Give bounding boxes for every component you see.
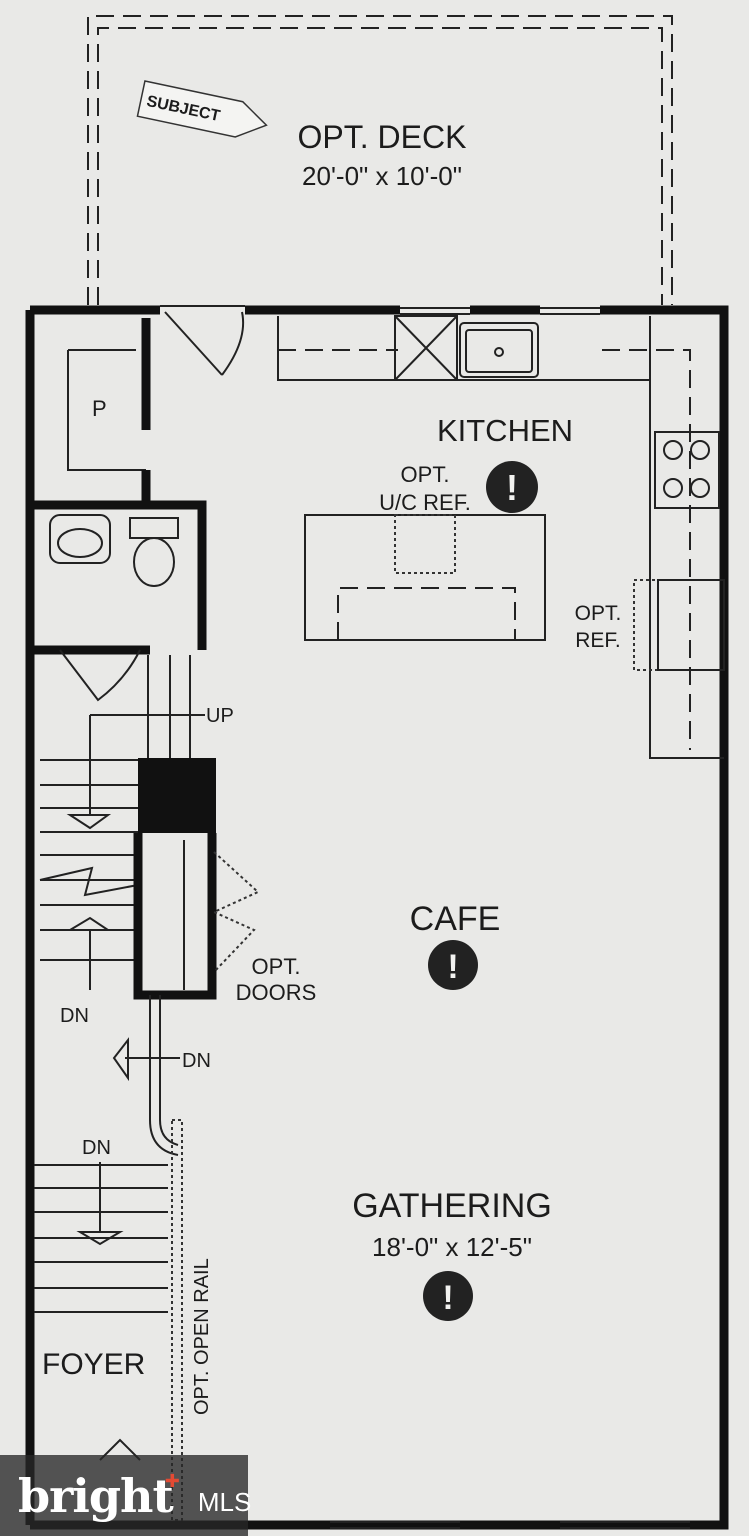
- back-wall-windows: [160, 305, 600, 315]
- svg-text:!: !: [506, 467, 518, 508]
- front-wall-windows: [330, 1521, 690, 1529]
- opt-doors-swing: [211, 851, 260, 973]
- svg-text:!: !: [447, 948, 458, 986]
- closet-wall: [133, 833, 217, 1000]
- stair-core: [138, 758, 216, 833]
- deck-outline: [87, 15, 673, 305]
- pantry: P: [67, 318, 151, 505]
- svg-text:!: !: [442, 1279, 453, 1317]
- powder-room: [30, 500, 207, 702]
- kitchen-marker: !: [486, 461, 538, 513]
- entry-door-mark: [99, 1438, 141, 1461]
- bright-mls-watermark: bright ✚ MLS: [0, 1455, 252, 1536]
- exterior-wall: [25, 305, 729, 1530]
- kitchen-island: [304, 514, 546, 641]
- deck-title: OPT. DECK: [298, 119, 467, 155]
- cafe-title: CAFE: [410, 900, 501, 938]
- gathering-size: 18'-0" x 12'-5": [372, 1232, 532, 1262]
- stair-dn-label-1: DN: [60, 1005, 89, 1027]
- deck-size: 20'-0" x 10'-0": [302, 161, 462, 191]
- stair-dn-label-3: DN: [82, 1137, 111, 1159]
- gathering-title: GATHERING: [352, 1187, 552, 1225]
- opt-uc-ref-line2: U/C REF.: [379, 490, 471, 515]
- kitchen-title: KITCHEN: [437, 413, 573, 448]
- watermark-brand: bright: [18, 1468, 174, 1523]
- foyer-stair: DN: [34, 1137, 168, 1313]
- pantry-label: P: [92, 396, 107, 421]
- opt-doors-line2: DOORS: [236, 980, 317, 1005]
- opt-ref-line2: REF.: [575, 629, 621, 652]
- stair-up-label: UP: [206, 705, 234, 727]
- stair-dn-label-2: DN: [182, 1050, 211, 1072]
- kitchen-counters: [277, 315, 725, 759]
- opt-ref-line1: OPT.: [575, 602, 622, 625]
- cafe-marker: !: [428, 940, 478, 990]
- foyer-label: FOYER: [42, 1348, 145, 1381]
- stair-treads: DN: [39, 759, 139, 1027]
- watermark-plus-icon: ✚: [164, 1471, 180, 1491]
- stair-up: UP: [66, 655, 234, 830]
- stair-down: DN: [112, 995, 211, 1156]
- gathering-marker: !: [423, 1271, 473, 1321]
- deck-door: [164, 311, 245, 376]
- opt-doors-line1: OPT.: [252, 954, 301, 979]
- opt-uc-ref-line1: OPT.: [401, 462, 450, 487]
- subject-tag: SUBJECT: [136, 80, 268, 138]
- open-rail-label: OPT. OPEN RAIL: [191, 1258, 213, 1415]
- watermark-suffix: MLS: [197, 1487, 252, 1517]
